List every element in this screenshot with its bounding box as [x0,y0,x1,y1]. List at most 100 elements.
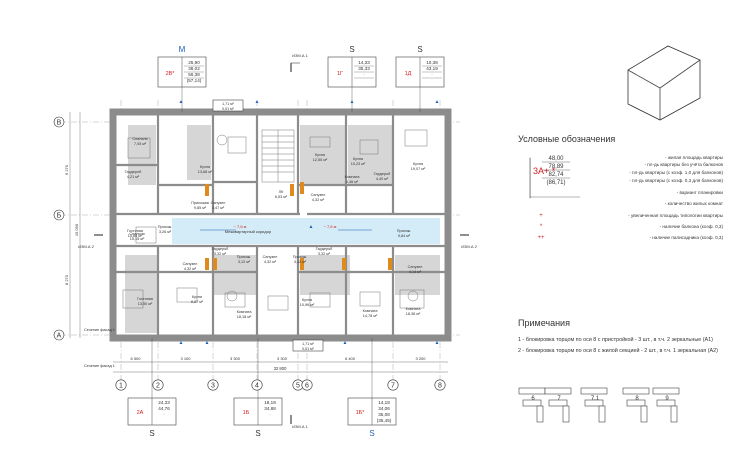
notes-list: 1 - блокировка торцом по оси 8 с пристро… [518,336,723,355]
area-value: 25,90 [188,60,200,65]
block-label: 7.1 [591,396,600,402]
balcony-area: 1,71 м² [222,102,234,106]
entry-arrow-icon: ▲ [179,99,184,105]
section-mark: ИЗМ.А 1 [292,424,309,429]
area-value: 18,19 [264,400,276,405]
note-item: 1 - блокировка торцом по оси 8 с пристро… [518,336,723,344]
legend-row: - пл-дь квартиры без учёта балконов [644,162,723,167]
room-area: 3,12 м² [238,260,251,264]
block-icon [563,406,569,422]
room-name: Комната [237,310,253,314]
legend-symbol: * [540,224,543,230]
area-value: 43,19 [426,66,438,71]
area-value: 56,38 [188,72,200,77]
room-area: 13,68 м² [198,170,213,174]
room-area: 4,46 м² [346,180,359,184]
block-icon [519,388,545,394]
legend-sample-value: 78,89 [548,164,564,170]
entry-arrow-icon: ▲ [435,99,440,105]
block-icon [545,388,571,394]
area-value: 14,18 [378,400,390,405]
section-mark: ИЗМ.А 2 [461,244,478,249]
room-name: Кухня [315,153,325,157]
section-mark: ИЗМ.А 1 [292,53,309,58]
legend-row: - наличие палисадника (коэф. 0,3) [649,235,723,240]
room-name: Гардероб [212,247,230,251]
notes-title: Примечания [518,318,723,328]
legend-sample-value: 82,74 [548,172,564,178]
room-area: 3,47 м² [212,206,225,210]
room-area: 3,32 м² [214,252,227,256]
legend-panel: Условные обозначения [518,134,723,152]
axis-number-6-label: 6 [305,383,309,390]
type-letter: M [179,45,186,54]
balcony-area: 1,71 м² [302,342,314,346]
legend-row: - количество жилых комнат [665,201,724,206]
room-name: Гостиная [137,297,153,301]
dimension-text: 6 500 [130,356,141,361]
room-name: Санузел [408,265,423,269]
area-value: 35,33 [358,66,370,71]
room-area: 13,50 м² [138,302,153,306]
dimension-text: 6 400 [345,356,356,361]
area-value: 24,33 [158,400,170,405]
notes-panel: Примечания 1 - блокировка торцом по оси … [518,318,723,358]
block-icon [537,406,543,422]
room-name: Прихож. [293,255,307,259]
room-area: 9,84 м² [398,234,411,238]
dimension-text: 6 270 [64,164,69,175]
house-icon [628,46,700,120]
dimension-text: 3 300 [277,356,288,361]
axis-number-5-label: 5 [296,383,300,390]
room-area: 10,23 м² [351,162,366,166]
legend-row: - пл-дь квартиры (с коэф. 1,0 для балкон… [629,170,723,175]
room-name: Прихож. [397,229,411,233]
room-area: 18,38 м² [406,312,421,316]
area-value: 14,33 [358,60,370,65]
room-name: Гардероб [125,170,143,174]
room-area: 19,07 м² [411,167,426,171]
entry-arrow-icon: ▲ [179,340,184,346]
legend-row: - увеличенная площадь типологии квартиры [628,213,723,218]
entry-arrow-icon: ▲ [255,99,260,105]
room-name: Санузел [263,255,278,259]
note-item: 2 - блокировка торцом по оси 8 с жилой с… [518,347,723,355]
axis-letter-Б-label: Б [57,213,62,220]
type-letter: S [149,429,154,438]
legend-title: Условные обозначения [518,134,723,144]
area-value: 44,76 [158,406,170,411]
apartment-code: 1Б* [356,410,366,416]
legend-row: - наличие балкона (коэф. 0,3) [660,224,724,229]
room-area: 4,32 м² [264,260,277,264]
room-name: Комната [345,175,361,179]
entry-arrow-icon: ▲ [350,99,355,105]
axis-number-7-label: 7 [391,383,395,390]
room-name: Комната [363,309,379,313]
apartment-code: 2B* [166,71,176,77]
area-value: 10,38 [426,60,438,65]
block-icon [671,406,677,422]
type-letter: S [349,45,354,54]
stair [262,130,294,182]
balcony-area: 0,51 м² [222,107,234,111]
axis-number-1-label: 1 [119,383,123,390]
room-area: 3,12 м² [294,260,307,264]
room-name: Санузел [183,262,198,266]
block-icon [581,388,607,394]
axis-letter-В-label: В [57,120,62,127]
entrance-label: Сечение фасад 1 [84,328,115,332]
axis-number-2-label: 2 [156,383,160,390]
block-icon [641,406,647,422]
area-value: 38,02 [188,66,200,71]
legend-sample-value: 48,00 [548,156,564,162]
room-area: 7,05 м² [134,142,147,146]
legend-row: - пл-дь квартиры (с коэф. 0,3 для балкон… [629,178,723,183]
dimension-total: 32 800 [274,366,287,371]
axis-letter-А-label: А [57,333,62,340]
entry-arrow-icon: ▲ [205,340,210,346]
type-letter: S [369,429,374,438]
room-name: ЛК [279,190,284,194]
apartment-code: 1Б [243,410,250,416]
room-area: 10,96 м² [300,303,315,307]
